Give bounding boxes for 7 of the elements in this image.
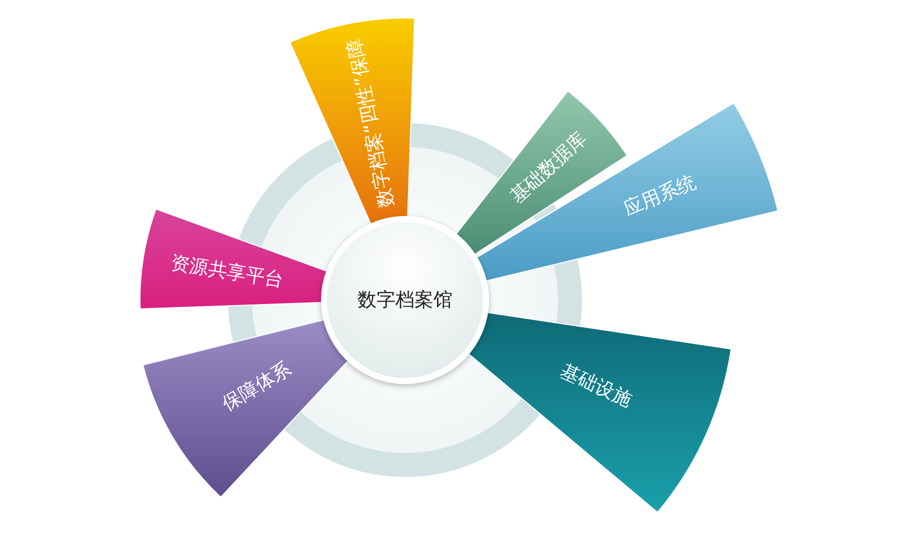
segment-label: 资源共享平台 <box>169 254 285 290</box>
segment-label: 保障体系 <box>219 360 294 415</box>
segment-label: 应用系统 <box>620 172 698 220</box>
segment-label: 基础数据库 <box>507 129 590 208</box>
segment-label: 数字档案“四性”保障 <box>344 37 396 210</box>
segment-label: 基础设施 <box>558 362 635 410</box>
hub-label: 数字档案馆 <box>358 288 452 313</box>
